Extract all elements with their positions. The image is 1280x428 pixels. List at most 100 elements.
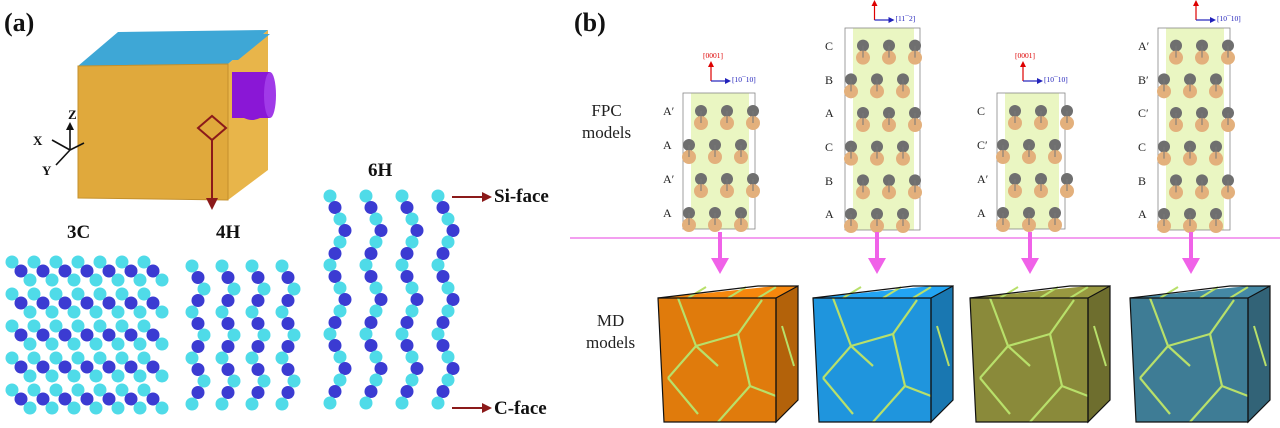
- atom: [227, 282, 241, 296]
- atom: [359, 327, 373, 341]
- atom: [215, 259, 229, 273]
- stacking-label: A′: [977, 172, 989, 186]
- atom: [431, 327, 445, 341]
- atom: [155, 401, 169, 415]
- atom: [441, 304, 455, 318]
- panel-b-label: (b): [574, 8, 606, 37]
- si-atom: [1195, 50, 1209, 65]
- atom: [251, 271, 265, 284]
- atom: [185, 259, 199, 273]
- atom: [133, 337, 147, 351]
- atom: [137, 383, 151, 397]
- atom: [5, 287, 19, 301]
- atom: [328, 247, 342, 260]
- down-arrows: [711, 232, 1200, 274]
- grain-boundary: [822, 345, 852, 379]
- atom: [359, 258, 373, 272]
- grain-boundary: [979, 377, 1011, 415]
- atom: [27, 287, 41, 301]
- atom: [71, 383, 85, 397]
- grain-boundary: [695, 345, 719, 367]
- atom: [374, 224, 388, 237]
- atom: [191, 386, 205, 399]
- atom: [89, 401, 103, 415]
- atom: [58, 264, 72, 278]
- atom: [395, 258, 409, 272]
- atom: [400, 385, 414, 398]
- atom: [14, 392, 28, 406]
- atom: [93, 319, 107, 333]
- atom: [80, 392, 94, 406]
- md-cube-top: [1130, 286, 1270, 298]
- atom: [369, 212, 383, 226]
- md-cube-side: [1248, 286, 1270, 422]
- grain-boundary: [695, 332, 739, 348]
- atom: [191, 363, 205, 376]
- atom: [281, 340, 295, 353]
- atom: [374, 293, 388, 306]
- atom: [115, 319, 129, 333]
- atom: [221, 294, 235, 307]
- atom: [71, 255, 85, 269]
- down-arrow-head: [1021, 258, 1039, 274]
- stacking-label: C: [1138, 139, 1147, 154]
- grain-boundary: [1209, 299, 1235, 335]
- grain-boundary: [1093, 325, 1107, 367]
- atom: [102, 264, 116, 278]
- atom: [400, 316, 414, 329]
- atom: [364, 316, 378, 329]
- atom: [23, 369, 37, 383]
- atom: [71, 287, 85, 301]
- atom: [251, 386, 265, 399]
- atom: [146, 264, 160, 278]
- stacking-label: A: [825, 207, 834, 222]
- stacking-label: A′: [663, 104, 675, 118]
- atom: [191, 271, 205, 284]
- atom: [67, 401, 81, 415]
- grain-boundary: [749, 384, 777, 398]
- atom: [287, 328, 301, 342]
- atom: [67, 305, 81, 319]
- atom: [441, 212, 455, 226]
- atom: [281, 294, 295, 307]
- atom: [58, 328, 72, 342]
- atom: [215, 305, 229, 319]
- atom: [111, 273, 125, 287]
- atom: [124, 296, 138, 310]
- atom: [133, 273, 147, 287]
- grain-boundary: [1029, 385, 1063, 423]
- stacking-label: B: [1138, 173, 1147, 188]
- atom: [185, 351, 199, 365]
- atom: [58, 392, 72, 406]
- atom: [436, 247, 450, 260]
- atom: [89, 337, 103, 351]
- atom: [155, 369, 169, 383]
- atom: [333, 212, 347, 226]
- atom: [137, 319, 151, 333]
- grain-boundary: [717, 385, 751, 423]
- atom: [102, 296, 116, 310]
- stacking-label: A: [825, 106, 834, 121]
- atom: [275, 259, 289, 273]
- atom: [400, 270, 414, 283]
- atom: [441, 281, 455, 295]
- si-atom: [908, 50, 922, 65]
- atom: [431, 258, 445, 272]
- atom: [410, 293, 424, 306]
- atom: [191, 294, 205, 307]
- atom: [111, 337, 125, 351]
- atom: [441, 235, 455, 249]
- stacking-label: A: [663, 206, 672, 220]
- atom: [27, 255, 41, 269]
- atom: [115, 287, 129, 301]
- axis-y-label: Y: [42, 163, 52, 178]
- polytype-3c-label: 3C: [67, 222, 91, 243]
- atom: [133, 401, 147, 415]
- atom: [245, 397, 259, 411]
- atom: [257, 282, 271, 296]
- atom: [400, 339, 414, 352]
- atom: [400, 201, 414, 214]
- atom: [133, 369, 147, 383]
- grain-boundary: [1048, 333, 1064, 387]
- atom: [245, 305, 259, 319]
